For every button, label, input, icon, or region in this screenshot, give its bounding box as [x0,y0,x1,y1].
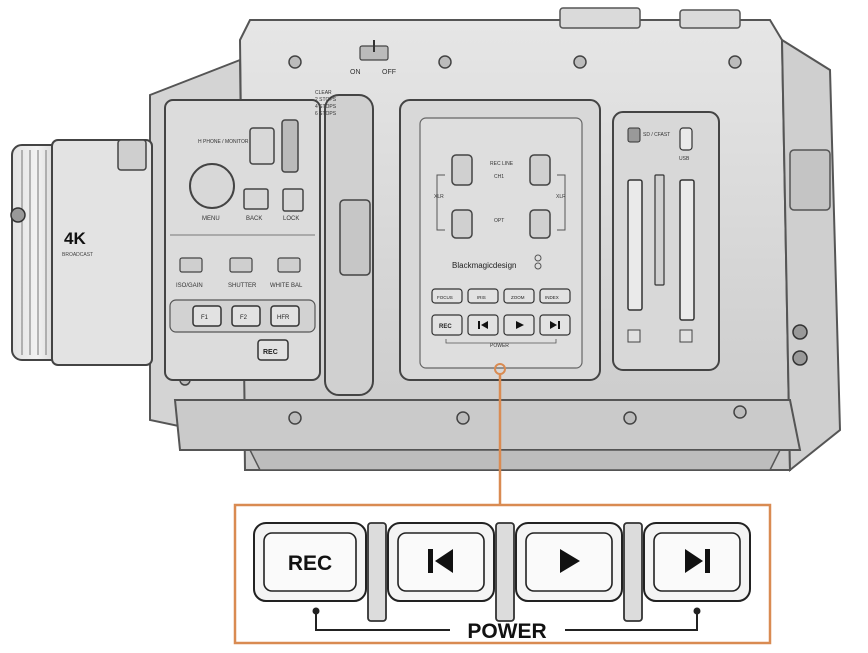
back-button[interactable] [243,188,269,210]
brand-label: Blackmagicdesign [452,261,516,270]
callout-rec-label: REC [288,552,332,575]
focus-button[interactable] [431,288,463,304]
switch-on-label: ON [350,69,361,76]
card-slot-3[interactable] [679,179,695,321]
iris-button[interactable] [467,288,499,304]
menu-label: MENU [202,216,220,222]
nd-label: 6 STOPS [315,111,337,117]
audio-knob-ch3[interactable] [451,209,473,239]
f1-label: F1 [201,315,209,321]
callout-play-button[interactable] [515,522,623,602]
callout-rec-button[interactable]: REC [253,522,367,602]
iris-label: IRIS [477,295,486,300]
rec-line-label: REC LINE [490,161,514,167]
hfr-label: HFR [277,315,290,321]
nd-label: 2 STOPS [315,97,337,103]
play-icon [516,321,524,329]
focus-label: FOCUS [437,295,453,300]
white-bal-switch[interactable] [277,257,301,273]
white-bal-label: WHITE BAL [270,283,303,289]
small-rec-button[interactable] [431,314,463,336]
shutter-switch[interactable] [229,257,253,273]
f1-button[interactable] [192,305,222,327]
usb-port[interactable] [679,127,693,151]
index-button[interactable] [539,288,571,304]
audio-knob-ch1[interactable] [451,154,473,186]
center-control-panel: REC LINE CH1 OPT XLR XLR Blackmagicdesig… [399,99,601,381]
lens-control-buttons: FOCUS IRIS ZOOM INDEX [431,288,571,304]
zoom-button[interactable] [503,288,535,304]
left-xlr-label: XLR [434,194,444,200]
f2-button[interactable] [231,305,261,327]
card-slot-2[interactable] [654,174,665,286]
media-panel: SD / CFAST USB [612,111,720,371]
audio-knob-ch2[interactable] [529,154,551,186]
opt-label: OPT [494,218,504,224]
lens-sub-label: BROADCAST [62,252,93,258]
lock-label: LOCK [283,216,299,222]
usb-label: USB [679,156,690,162]
headphone-label: H PHONE / MONITOR [198,139,249,145]
left-rec-label: REC [263,349,278,356]
shutter-label: SHUTTER [228,283,257,289]
menu-dial[interactable] [189,163,235,209]
back-label: BACK [246,216,262,222]
left-control-panel: CLEAR 2 STOPS 4 STOPS 6 STOPS H PHONE / … [164,90,374,396]
power-label: POWER [467,620,546,643]
play-icon [560,549,580,573]
index-label: INDEX [545,295,559,300]
left-rec-button[interactable] [257,339,289,361]
small-rec-label: REC [439,324,452,330]
callout-skip-forward-button[interactable] [643,522,751,602]
lock-button[interactable] [282,188,304,212]
card-slot-1[interactable] [627,179,643,311]
lens: 4K BROADCAST [10,139,153,366]
card-type-label: SD / CFAST [643,132,670,138]
iso-gain-switch[interactable] [179,257,203,273]
power-bracket: POWER [312,607,701,643]
right-xlr-label: XLR [556,194,566,200]
small-power-label: POWER [490,343,509,349]
iso-gain-label: ISO/GAIN [176,283,203,289]
skip-back-icon [478,321,488,329]
skip-forward-icon [685,549,710,573]
headphone-wheel[interactable] [281,119,299,173]
hfr-button[interactable] [270,305,300,327]
zoom-label: ZOOM [511,295,525,300]
nd-label: CLEAR [315,90,332,96]
nd-rocker[interactable] [249,127,275,165]
level-label: CH1 [494,174,504,180]
switch-off-label: OFF [382,69,396,76]
callout-skip-back-button[interactable] [387,522,495,602]
power-buttons-callout: REC [233,503,772,645]
audio-knob-ch4[interactable] [529,209,551,239]
button-separators [367,522,643,622]
f2-label: F2 [240,315,248,321]
skip-back-icon [428,549,453,573]
small-transport-buttons: REC POWER [431,314,571,349]
skip-forward-icon [550,321,560,329]
lens-format-label: 4K [64,229,86,248]
nd-label: 4 STOPS [315,104,337,110]
nd-filter-labels: CLEAR 2 STOPS 4 STOPS 6 STOPS [315,90,337,117]
